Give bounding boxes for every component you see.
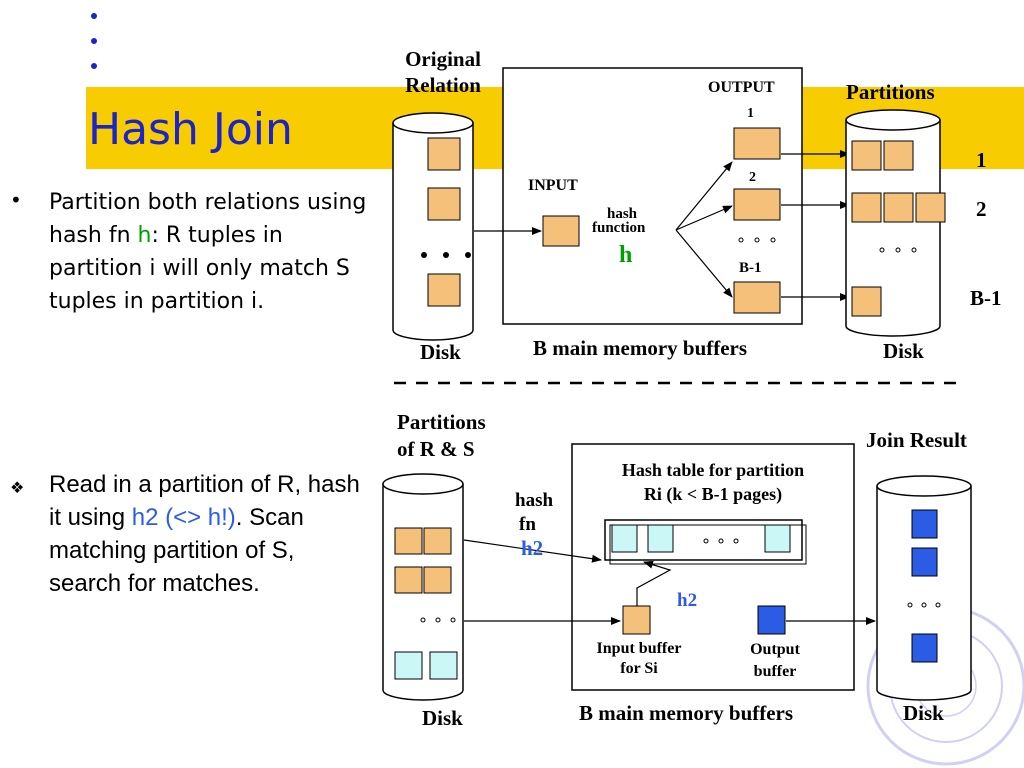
input-buffer-line2: for Si xyxy=(620,660,658,677)
rs-partitions-disk xyxy=(382,473,464,701)
output-buffer-label: Output buffer xyxy=(730,639,820,683)
partitions-rs-label: Partitions of R & S xyxy=(397,409,486,463)
bullet-marker: • xyxy=(10,188,22,212)
output-buffer-2 xyxy=(733,188,781,221)
partitions-label: Partitions xyxy=(846,80,935,104)
h2-inner-label: h2 xyxy=(677,590,698,611)
partition-1-label: 1 xyxy=(976,148,987,172)
original-relation-line1: Original xyxy=(405,47,481,71)
output-buffer-line2: buffer xyxy=(753,663,797,680)
bullet-marker: ❖ xyxy=(10,478,25,497)
join-result-label: Join Result xyxy=(866,428,967,452)
partitions-rs-line2: of R & S xyxy=(397,437,475,461)
bullet-1-fn: h xyxy=(137,223,152,248)
buffers-caption-bottom: B main memory buffers xyxy=(579,701,794,725)
main-memory-box-bottom xyxy=(571,443,855,691)
hash-table-label: Hash table for partition Ri (k < B-1 pag… xyxy=(578,458,848,506)
bullet-1: Partition both relations using hash fn h… xyxy=(49,186,369,318)
original-relation-label: Original Relation xyxy=(390,46,496,98)
disk-label-bottom-left: Disk xyxy=(422,706,463,730)
buffers-caption-top: B main memory buffers xyxy=(533,336,748,360)
h2-label: h2 xyxy=(521,536,544,560)
output-buffer-1 xyxy=(733,127,781,160)
decor-dot xyxy=(91,63,97,69)
output-2-label: 2 xyxy=(749,170,756,185)
input-buffer-line1: Input buffer xyxy=(596,640,682,657)
hash-table-line2: Ri (k < B-1 pages) xyxy=(643,484,783,504)
bullet-2: Read in a partition of R, hash it using … xyxy=(49,468,367,600)
input-buffer-si xyxy=(622,605,651,635)
partition-2-label: 2 xyxy=(976,197,987,221)
disk-label-top-left: Disk xyxy=(420,340,461,364)
partition-b1-label: B-1 xyxy=(970,286,1002,310)
bullet-2-fn: h2 (<> h!) xyxy=(131,504,236,531)
decor-dot xyxy=(91,13,97,19)
output-label: OUTPUT xyxy=(708,79,775,96)
bullet-1-post: : R tuples in partition i will only matc… xyxy=(49,223,350,314)
join-result-disk xyxy=(876,475,972,701)
output-1-label: 1 xyxy=(747,106,754,121)
bullet-1-pre: Partition both relations using hash fn xyxy=(49,190,367,248)
disk-label-bottom-right: Disk xyxy=(903,701,944,725)
slide-title: Hash Join xyxy=(88,104,293,155)
hash-word-bottom: hash xyxy=(515,490,554,511)
fn-word-bottom: fn xyxy=(519,514,536,535)
partitions-disk xyxy=(845,109,946,337)
bullet-2-post: . Scan matching partition of S, search f… xyxy=(49,504,304,597)
original-relation-line2: Relation xyxy=(405,73,481,97)
output-b1-label: B-1 xyxy=(739,260,762,276)
output-buffer-box xyxy=(757,605,786,635)
original-relation-disk xyxy=(392,112,474,341)
hash-table-line1: Hash table for partition xyxy=(621,460,805,480)
input-buffer-box xyxy=(542,215,580,247)
output-1-label-box xyxy=(737,103,767,128)
decor-dot xyxy=(91,38,97,44)
output-buffer-b1 xyxy=(733,281,781,314)
bullet-2-pre: Read in a partition of R, hash it using xyxy=(49,471,360,531)
input-buffer-label: Input buffer for Si xyxy=(582,639,696,679)
hash-word: hash xyxy=(607,206,638,222)
output-buffer-line1: Output xyxy=(750,641,800,658)
function-word: function xyxy=(592,220,646,236)
h-label: h xyxy=(619,242,633,268)
disk-label-top-right: Disk xyxy=(883,339,924,363)
input-label: INPUT xyxy=(528,177,578,194)
partitions-rs-line1: Partitions xyxy=(397,410,486,434)
